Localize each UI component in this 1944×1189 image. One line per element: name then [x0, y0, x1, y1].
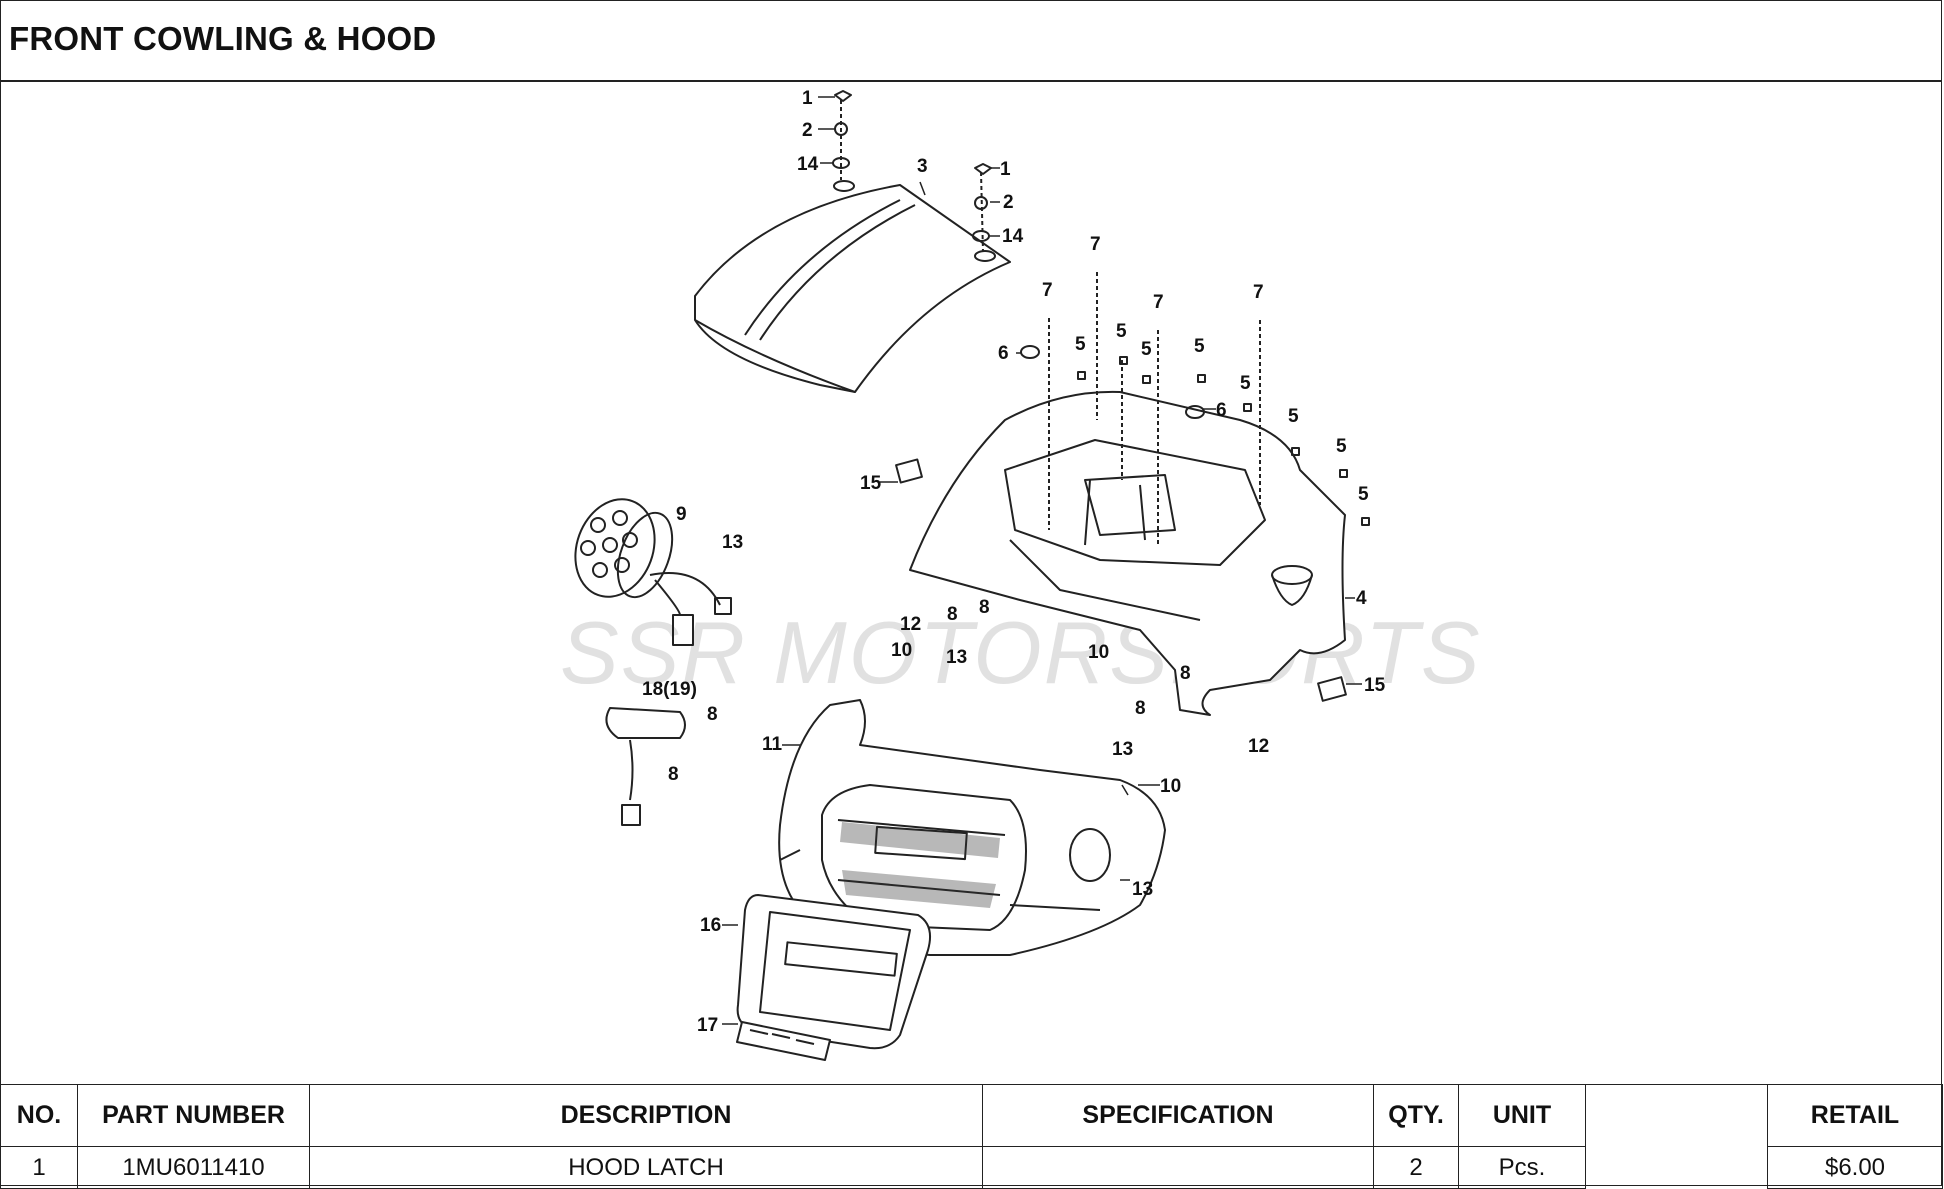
callout-10: 10	[891, 640, 912, 661]
callout-1: 1	[1000, 159, 1011, 180]
callout-16: 16	[700, 915, 721, 936]
table-row: 1 1MU6011410 HOOD LATCH 2 Pcs. $6.00	[0, 1146, 1943, 1189]
table-header-row: NO. PART NUMBER DESCRIPTION SPECIFICATIO…	[0, 1084, 1943, 1147]
callout-4: 4	[1356, 588, 1367, 609]
callout-15: 15	[1364, 675, 1386, 696]
callout-7: 7	[1253, 282, 1264, 303]
callout-13: 13	[1112, 739, 1133, 760]
callout-7: 7	[1042, 280, 1053, 301]
callout-8: 8	[1135, 698, 1146, 719]
callout-5: 5	[1141, 339, 1152, 360]
callout-18-19: 18(19)	[642, 679, 697, 700]
cell-spacer	[1585, 1146, 1768, 1189]
callout-2: 2	[1003, 192, 1014, 213]
grommet-6b	[1185, 405, 1205, 419]
side-light-part	[605, 707, 686, 826]
cell-unit: Pcs.	[1458, 1146, 1586, 1189]
label-sticker-15a	[895, 458, 923, 484]
callout-8: 8	[947, 604, 958, 625]
title-bar: FRONT COWLING & HOOD	[0, 0, 1942, 82]
cell-qty: 2	[1373, 1146, 1459, 1189]
col-header-retail: RETAIL	[1767, 1084, 1943, 1147]
col-header-qty: QTY.	[1373, 1084, 1459, 1147]
callout-1: 1	[802, 88, 813, 109]
hood-part	[694, 180, 1011, 393]
callout-15: 15	[860, 473, 882, 494]
callout-3: 3	[917, 156, 928, 177]
cell-no: 1	[0, 1146, 78, 1189]
diagram-svg: 1 2 14 3 1 2 14 7 7 7 7 6 6 5 5 5 5 5 5 …	[574, 88, 1386, 1061]
callout-5: 5	[1116, 321, 1127, 342]
cowling-fastener-lines	[1048, 272, 1261, 545]
front-bumper-part	[778, 699, 1166, 956]
callout-8: 8	[707, 704, 718, 725]
callout-13: 13	[722, 532, 743, 553]
grille-mesh	[840, 822, 1000, 908]
callout-13: 13	[1132, 879, 1153, 900]
callout-12: 12	[900, 614, 921, 635]
callout-5: 5	[1240, 373, 1251, 394]
callout-5: 5	[1194, 336, 1205, 357]
clips-5	[1077, 356, 1370, 526]
callout-9: 9	[676, 504, 687, 525]
callout-5: 5	[1075, 334, 1086, 355]
callouts: 1 2 14 3 1 2 14 7 7 7 7 6 6 5 5 5 5 5 5 …	[642, 88, 1386, 1036]
callout-7: 7	[1153, 292, 1164, 313]
callout-10: 10	[1160, 776, 1181, 797]
callout-8: 8	[1180, 663, 1191, 684]
callout-8: 8	[979, 597, 990, 618]
callout-6: 6	[998, 343, 1009, 364]
front-cowling-part	[909, 390, 1346, 716]
callout-5: 5	[1288, 406, 1299, 427]
parts-table: NO. PART NUMBER DESCRIPTION SPECIFICATIO…	[0, 1084, 1943, 1189]
callout-14: 14	[797, 154, 819, 175]
callout-5: 5	[1358, 484, 1369, 505]
callout-11: 11	[762, 734, 783, 755]
callout-6: 6	[1216, 400, 1227, 421]
leader-lines	[722, 96, 1362, 1025]
callout-17: 17	[697, 1015, 718, 1036]
col-header-spacer	[1585, 1084, 1768, 1147]
col-header-specification: SPECIFICATION	[982, 1084, 1374, 1147]
cell-retail: $6.00	[1767, 1146, 1943, 1189]
col-header-no: NO.	[0, 1084, 78, 1147]
col-header-unit: UNIT	[1458, 1084, 1586, 1147]
col-header-description: DESCRIPTION	[309, 1084, 983, 1147]
callout-8: 8	[668, 764, 679, 785]
callout-10: 10	[1088, 642, 1109, 663]
callout-13: 13	[946, 647, 967, 668]
col-header-part-number: PART NUMBER	[77, 1084, 310, 1147]
callout-5: 5	[1336, 436, 1347, 457]
front-panel-part	[736, 894, 931, 1050]
ssr-emblem-part	[736, 1021, 831, 1061]
headlight-part	[574, 498, 732, 646]
cell-part-number: 1MU6011410	[77, 1146, 310, 1189]
page-title: FRONT COWLING & HOOD	[9, 20, 437, 57]
callout-12: 12	[1248, 736, 1269, 757]
grommet-6a	[1020, 345, 1040, 359]
exploded-parts-diagram: SSR MOTORSPORTS	[0, 82, 1942, 1084]
cell-description: HOOD LATCH	[309, 1146, 983, 1189]
label-sticker-15b	[1317, 676, 1347, 702]
cell-specification	[982, 1146, 1374, 1189]
callout-2: 2	[802, 120, 813, 141]
callout-14: 14	[1002, 226, 1024, 247]
callout-7: 7	[1090, 234, 1101, 255]
